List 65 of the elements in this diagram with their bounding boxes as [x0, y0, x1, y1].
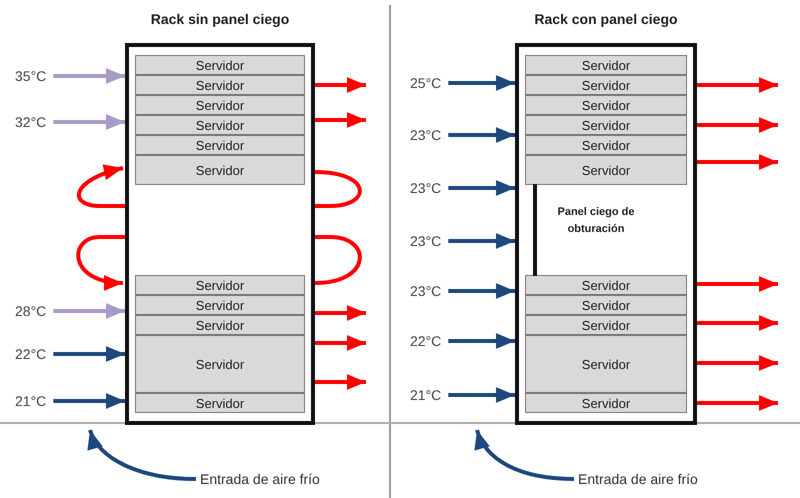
server-unit: Servidor: [525, 95, 687, 115]
airflow-arrow: [448, 233, 515, 249]
airflow-arrow: [315, 77, 366, 93]
airflow-arrow: [697, 276, 778, 292]
airflow-arrow: [53, 303, 125, 319]
temperature-reading: 28°C: [15, 303, 46, 319]
rack-title: Rack sin panel ciego: [150, 11, 290, 27]
airflow-arrow: [315, 335, 366, 351]
airflow-arrow: [448, 283, 515, 299]
airflow-arrow: [315, 374, 366, 390]
airflow-arrow: [53, 346, 125, 362]
temperature-reading: 21°C: [410, 387, 442, 403]
temperature-reading: 22°C: [15, 346, 46, 362]
panel-label: Panel ciego de obturación: [556, 205, 636, 237]
airflow-arrow: [448, 75, 515, 91]
temperature-reading: 22°C: [410, 333, 442, 349]
temperature-reading: 32°C: [15, 114, 46, 130]
server-unit: Servidor: [525, 55, 687, 75]
server-unit: Servidor: [135, 275, 305, 295]
server-unit: Servidor: [525, 155, 687, 185]
server-unit: Servidor: [525, 393, 687, 413]
server-unit: Servidor: [525, 135, 687, 155]
server-unit: Servidor: [525, 315, 687, 335]
airflow-arrow: [315, 112, 366, 128]
server-unit: Servidor: [135, 115, 305, 135]
server-unit: Servidor: [135, 95, 305, 115]
airflow-arrow: [448, 333, 515, 349]
server-unit: Servidor: [135, 393, 305, 413]
airflow-arrow: [448, 180, 515, 196]
server-unit: Servidor: [525, 75, 687, 95]
server-unit: Servidor: [525, 335, 687, 393]
server-unit: Servidor: [525, 275, 687, 295]
server-unit: Servidor: [135, 315, 305, 335]
airflow-arrow: [697, 315, 778, 331]
temperature-reading: 23°C: [410, 233, 442, 249]
rack-title: Rack con panel ciego: [533, 11, 679, 27]
server-unit: Servidor: [525, 295, 687, 315]
airflow-caption: Entrada de aire frío: [200, 471, 320, 487]
airflow-arrow: [315, 305, 366, 321]
airflow-arrow: [448, 127, 515, 143]
airflow-arrow: [697, 395, 778, 411]
temperature-reading: 23°C: [410, 283, 442, 299]
airflow-arrow: [53, 68, 125, 84]
server-unit: Servidor: [525, 115, 687, 135]
airflow-caption: Entrada de aire frío: [578, 471, 698, 487]
airflow-arrow: [697, 117, 778, 133]
airflow-arrow: [448, 387, 515, 403]
temperature-reading: 23°C: [410, 180, 442, 196]
temperature-reading: 35°C: [15, 68, 46, 84]
server-unit: Servidor: [135, 135, 305, 155]
airflow-arrow: [53, 114, 125, 130]
server-unit: Servidor: [135, 335, 305, 393]
airflow-arrow: [697, 77, 778, 93]
airflow-arrow: [53, 393, 125, 409]
temperature-reading: 25°C: [410, 75, 442, 91]
temperature-reading: 21°C: [15, 393, 46, 409]
airflow-arrow: [697, 355, 778, 371]
temperature-reading: 23°C: [410, 127, 442, 143]
server-unit: Servidor: [135, 155, 305, 185]
server-unit: Servidor: [135, 295, 305, 315]
airflow-arrow: [475, 429, 574, 481]
server-unit: Servidor: [135, 55, 305, 75]
server-unit: Servidor: [135, 75, 305, 95]
airflow-arrow: [88, 429, 196, 481]
airflow-arrow: [697, 154, 778, 170]
